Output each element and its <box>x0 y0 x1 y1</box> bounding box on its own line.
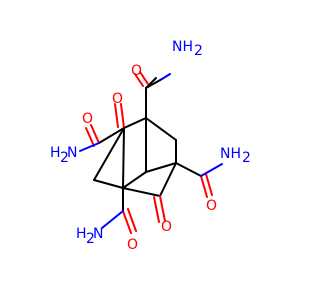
background <box>0 0 300 300</box>
bond-cam-o-double-1 <box>134 73 144 87</box>
ketone-left: O <box>112 91 125 129</box>
bond-cam-right-n <box>200 163 223 177</box>
amine-subscript: 2 <box>86 231 95 247</box>
carboxamide-top: O NH 2 <box>131 39 203 119</box>
amine-label: NH <box>220 146 241 162</box>
oxygen-label: O <box>131 63 142 79</box>
bond-c2-cam <box>98 127 125 144</box>
bond-c2-c6 <box>122 127 125 189</box>
amine-label-prefix: H <box>76 226 87 242</box>
oxygen-label: O <box>127 237 138 253</box>
bond-ketone-left-1 <box>120 103 125 129</box>
carboxamide-bottom: O H 2 N <box>76 187 138 253</box>
amine-label-n: N <box>93 226 103 242</box>
bond-cam-bottom-o-2 <box>127 208 137 232</box>
bond-cam-right-o-1 <box>200 175 208 198</box>
amine-subscript: 2 <box>242 150 251 166</box>
carboxamide-right: O NH 2 <box>175 146 251 214</box>
carboxamide-left: O H 2 N <box>50 111 125 166</box>
bond-cam-n <box>145 78 163 89</box>
bond-cam-bottom-o-1 <box>122 210 132 234</box>
bond-cam-bottom-n <box>101 210 124 229</box>
bond-cam-left-o-2 <box>85 127 95 147</box>
oxygen-label: O <box>112 91 123 107</box>
bond-c8-c6 <box>122 171 147 189</box>
amine-label: NH <box>172 39 193 55</box>
bond-cam-o-double-2 <box>139 71 149 85</box>
bond-cam-left-n <box>79 142 100 152</box>
bond-ketone-right-1 <box>159 195 166 222</box>
molecule-structure: O NH 2 O O H 2 N O NH 2 O <box>0 0 300 300</box>
bond-cam-right-o-2 <box>205 173 213 196</box>
oxygen-label: O <box>82 111 93 127</box>
amine-label-n: N <box>67 145 77 161</box>
bond-ketone-right-2 <box>153 196 160 223</box>
amine-subscript: 2 <box>194 43 203 59</box>
bond-cam-left-o-1 <box>90 124 100 144</box>
oxygen-label: O <box>206 198 217 214</box>
oxygen-label: O <box>161 219 172 235</box>
bond-cam-n-color <box>161 73 171 80</box>
bond-ketone-left-2 <box>114 103 119 128</box>
bond-c4-cam <box>175 162 202 177</box>
bond-c8-c4 <box>145 162 177 173</box>
bond-c1-c3 <box>145 117 177 141</box>
bond-c1-c2 <box>123 117 147 129</box>
adamantane-cage-bonds <box>93 117 177 197</box>
bond-c4-c5 <box>159 162 177 197</box>
bond-c6-c7 <box>93 179 124 189</box>
ketone-right: O <box>153 195 172 235</box>
bond-c5-c6 <box>122 187 161 197</box>
bond-c7-c2 <box>93 127 125 181</box>
amine-label-prefix: H <box>50 145 61 161</box>
amine-subscript: 2 <box>60 150 69 166</box>
